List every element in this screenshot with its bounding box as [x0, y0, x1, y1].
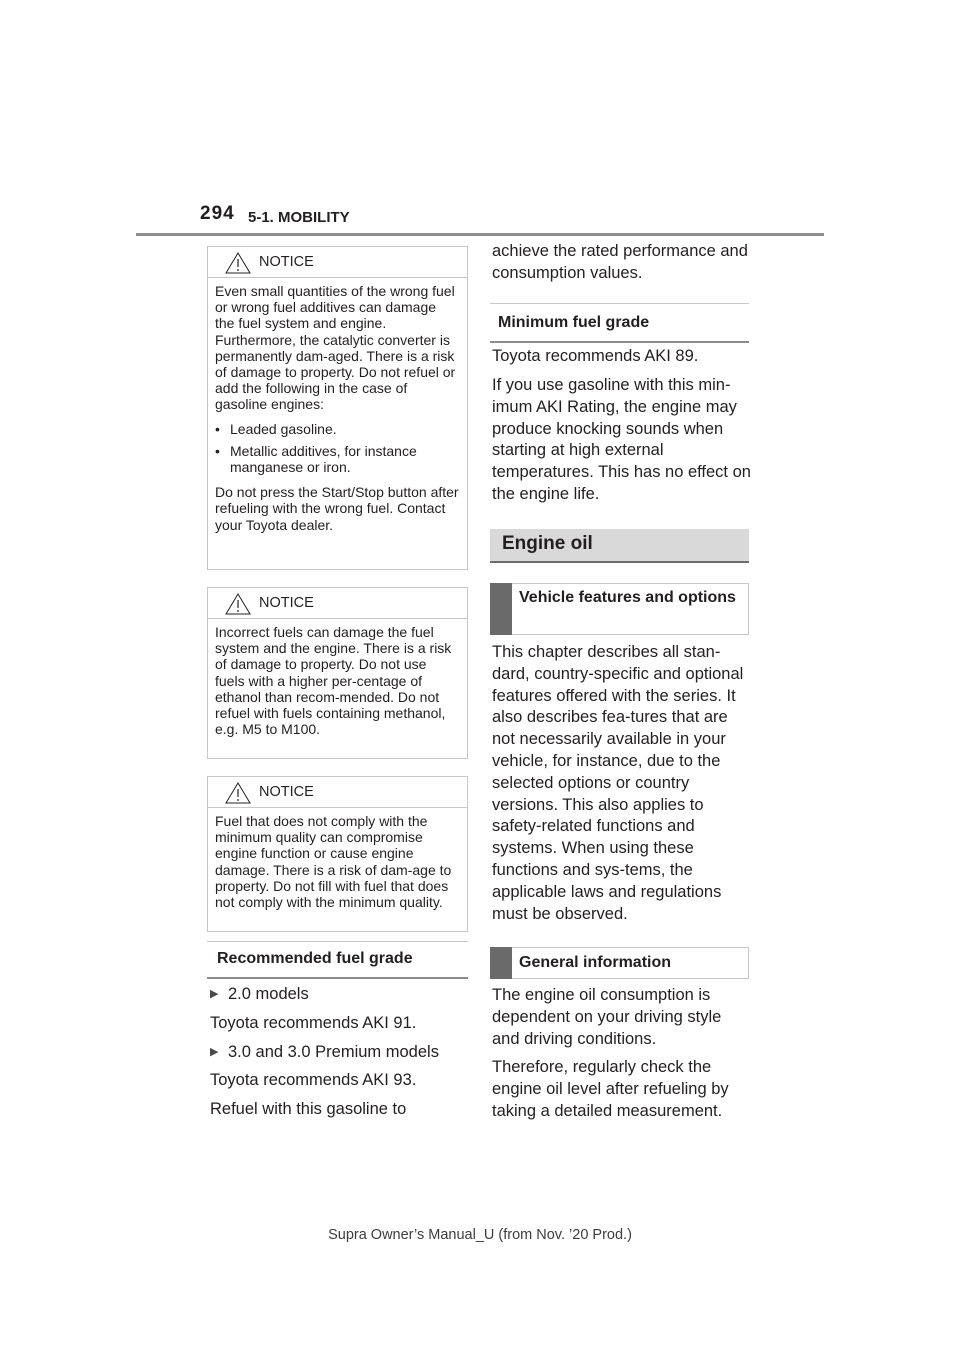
vehicle-features-heading: Vehicle features and options [490, 583, 749, 635]
paragraph: Toyota recommends AKI 93. [210, 1071, 417, 1090]
paragraph: Toyota recommends AKI 89. [492, 347, 699, 365]
list-item-text: 2.0 models [228, 985, 309, 1003]
heading-bar [490, 583, 512, 635]
paragraph: Therefore, regularly check the engine oi… [492, 1058, 729, 1120]
recommended-fuel-content: ▶ 2.0 models Toyota recommends AKI 91. ▶… [210, 984, 470, 1121]
triangle-bullet-icon: ▶ [210, 1045, 219, 1058]
list-item-text: 3.0 and 3.0 Premium models [228, 1042, 439, 1061]
general-information-heading: General information [490, 947, 749, 979]
notice-label: NOTICE [259, 254, 314, 270]
heading-text: Vehicle features and options [519, 589, 736, 606]
triangle-bullet-icon: ▶ [210, 988, 219, 1000]
paragraph: If you use gasoline with this min-imum A… [492, 376, 751, 503]
section-title: 5-1. MOBILITY [248, 209, 350, 226]
warning-icon [225, 593, 251, 615]
list-item: ▶ 2.0 models [210, 984, 470, 1006]
page-number: 294 [200, 203, 235, 224]
notice-label: NOTICE [259, 784, 314, 800]
recommended-fuel-heading: Recommended fuel grade [207, 941, 468, 979]
list-item-text: Leaded gasoline. [230, 420, 337, 437]
heading-text: Engine oil [502, 533, 593, 554]
notice-paragraph: Even small quantities of the wrong fuel … [215, 283, 456, 413]
warning-icon [225, 252, 251, 274]
minimum-fuel-heading: Minimum fuel grade [490, 303, 749, 343]
list-item: •Leaded gasoline. [215, 420, 337, 437]
warning-icon [225, 782, 251, 804]
heading-text: Minimum fuel grade [498, 314, 650, 331]
engine-oil-heading: Engine oil [490, 529, 749, 563]
paragraph: This chapter describes all stan-dard, co… [492, 643, 744, 923]
heading-text: Recommended fuel grade [217, 950, 413, 967]
notice-box-incorrect-fuels: NOTICE Incorrect fuels can damage the fu… [207, 587, 468, 759]
header-divider [136, 233, 824, 236]
notice-header: NOTICE [208, 777, 467, 808]
paragraph: The engine oil consumption is dependent … [492, 986, 722, 1048]
heading-text: General information [519, 954, 672, 971]
notice-header: NOTICE [208, 247, 467, 278]
heading-bar [490, 947, 512, 979]
list-item: •Metallic additives, for instance mangan… [215, 443, 459, 475]
list-item: ▶ 3.0 and 3.0 Premium models [210, 1042, 470, 1064]
list-item-text: Metallic additives, for instance mangane… [230, 442, 417, 476]
notice-paragraph: Fuel that does not comply with the minim… [215, 813, 452, 911]
notice-header: NOTICE [208, 588, 467, 619]
notice-box-wrong-fuel: NOTICE Even small quantities of the wron… [207, 246, 468, 570]
notice-label: NOTICE [259, 595, 314, 611]
paragraph: Toyota recommends AKI 91. [210, 1013, 417, 1032]
paragraph-continued: achieve the rated performance and consum… [492, 242, 748, 282]
notice-box-minimum-quality: NOTICE Fuel that does not comply with th… [207, 776, 468, 932]
notice-paragraph: Incorrect fuels can damage the fuel syst… [215, 624, 452, 738]
footer-text: Supra Owner’s Manual_U (from Nov. ’20 Pr… [328, 1227, 632, 1243]
paragraph: Refuel with this gasoline to [210, 1100, 407, 1119]
notice-paragraph: Do not press the Start/Stop button after… [215, 484, 459, 533]
